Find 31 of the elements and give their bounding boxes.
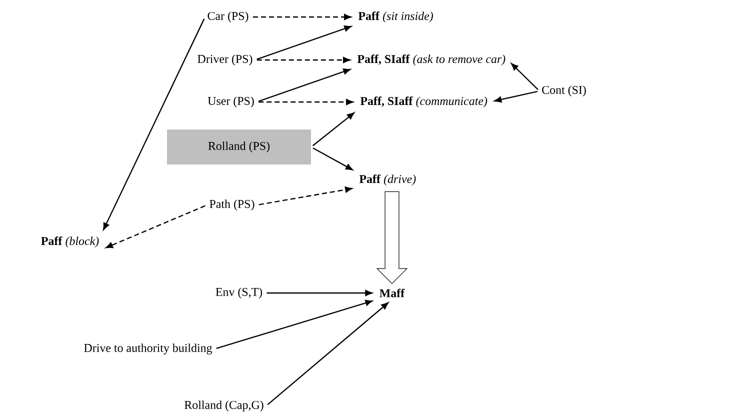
label-text: Car (PS): [208, 12, 248, 22]
label-text: Driver (PS): [198, 54, 252, 66]
label-text: Drive to authority building: [84, 344, 212, 354]
arrow: [258, 68, 351, 102]
label-text: Paff (block): [41, 236, 99, 248]
arrow: [216, 300, 373, 349]
arrow: [266, 290, 372, 296]
arrow: [312, 112, 354, 146]
label-text: Rolland (Cap,G): [184, 400, 264, 412]
label-text: Cont (SI): [542, 86, 586, 96]
label-text: Paff (drive): [359, 174, 416, 186]
arrow: [267, 302, 388, 406]
dashed-arrow: [256, 56, 350, 64]
label-text: Path (PS): [210, 200, 254, 210]
arrow: [494, 90, 538, 103]
arrow: [511, 63, 538, 90]
arrow: [256, 26, 352, 60]
dashed-arrow: [258, 186, 352, 206]
shaded-box: Rolland (PS): [167, 130, 311, 164]
label-text: User (PS): [208, 96, 254, 108]
arrow: [312, 147, 353, 170]
dashed-arrow: [106, 205, 206, 248]
dashed-arrow: [252, 14, 352, 20]
label-text: Paff, SIaff (ask to remove car): [357, 54, 506, 66]
label-text: Maff: [380, 288, 405, 298]
label-text: Paff, SIaff (communicate): [360, 96, 488, 108]
arrow: [103, 18, 205, 230]
label-text: Env (S,T): [216, 288, 262, 298]
label-text: Paff (sit inside): [358, 12, 433, 22]
block-arrow: [376, 191, 408, 284]
dashed-arrow: [258, 98, 354, 106]
